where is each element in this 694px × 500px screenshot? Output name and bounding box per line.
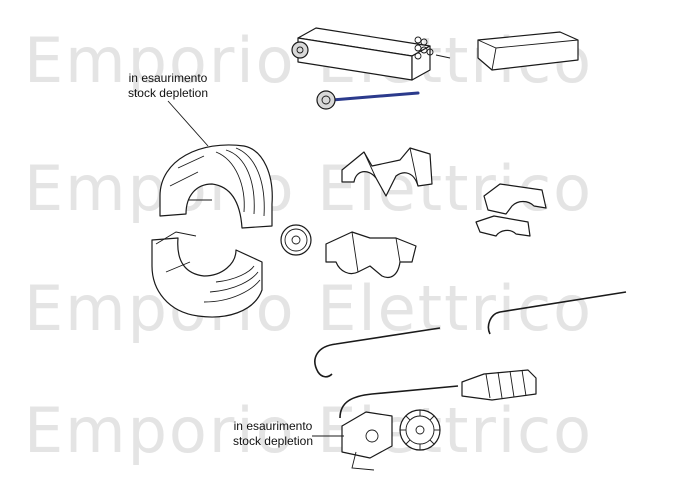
upper-bracket-part	[341, 147, 433, 197]
annotation-english-text: stock depletion	[232, 434, 314, 448]
hook-wire-left-part	[314, 327, 441, 378]
cover-plate-part	[477, 31, 579, 71]
motor-encoder-assembly-part	[339, 369, 537, 471]
watermark-row-3: Emporio Elettrico	[24, 272, 593, 345]
watermark-row-4: Emporio Elettrico	[24, 394, 593, 467]
split-sleeve-part	[475, 183, 547, 237]
motor-housing-part	[291, 27, 451, 81]
lower-bracket-part	[325, 231, 417, 279]
annotation-stock-depletion-top: in esaurimento stock depletion	[108, 71, 228, 101]
drum-upper-half-part	[159, 144, 273, 229]
pinion-gear-part	[280, 224, 312, 256]
drive-shaft-part	[316, 90, 420, 110]
annotation-leaders	[167, 100, 344, 437]
leader-line-top	[167, 100, 209, 147]
annotation-english-text: stock depletion	[127, 86, 209, 100]
annotation-stock-depletion-bottom: in esaurimento stock depletion	[213, 419, 333, 449]
drum-lower-half-part	[151, 231, 263, 318]
annotation-italian-text: in esaurimento	[233, 419, 313, 433]
annotation-italian-text: in esaurimento	[128, 71, 208, 85]
hook-wire-right-part	[487, 291, 627, 335]
